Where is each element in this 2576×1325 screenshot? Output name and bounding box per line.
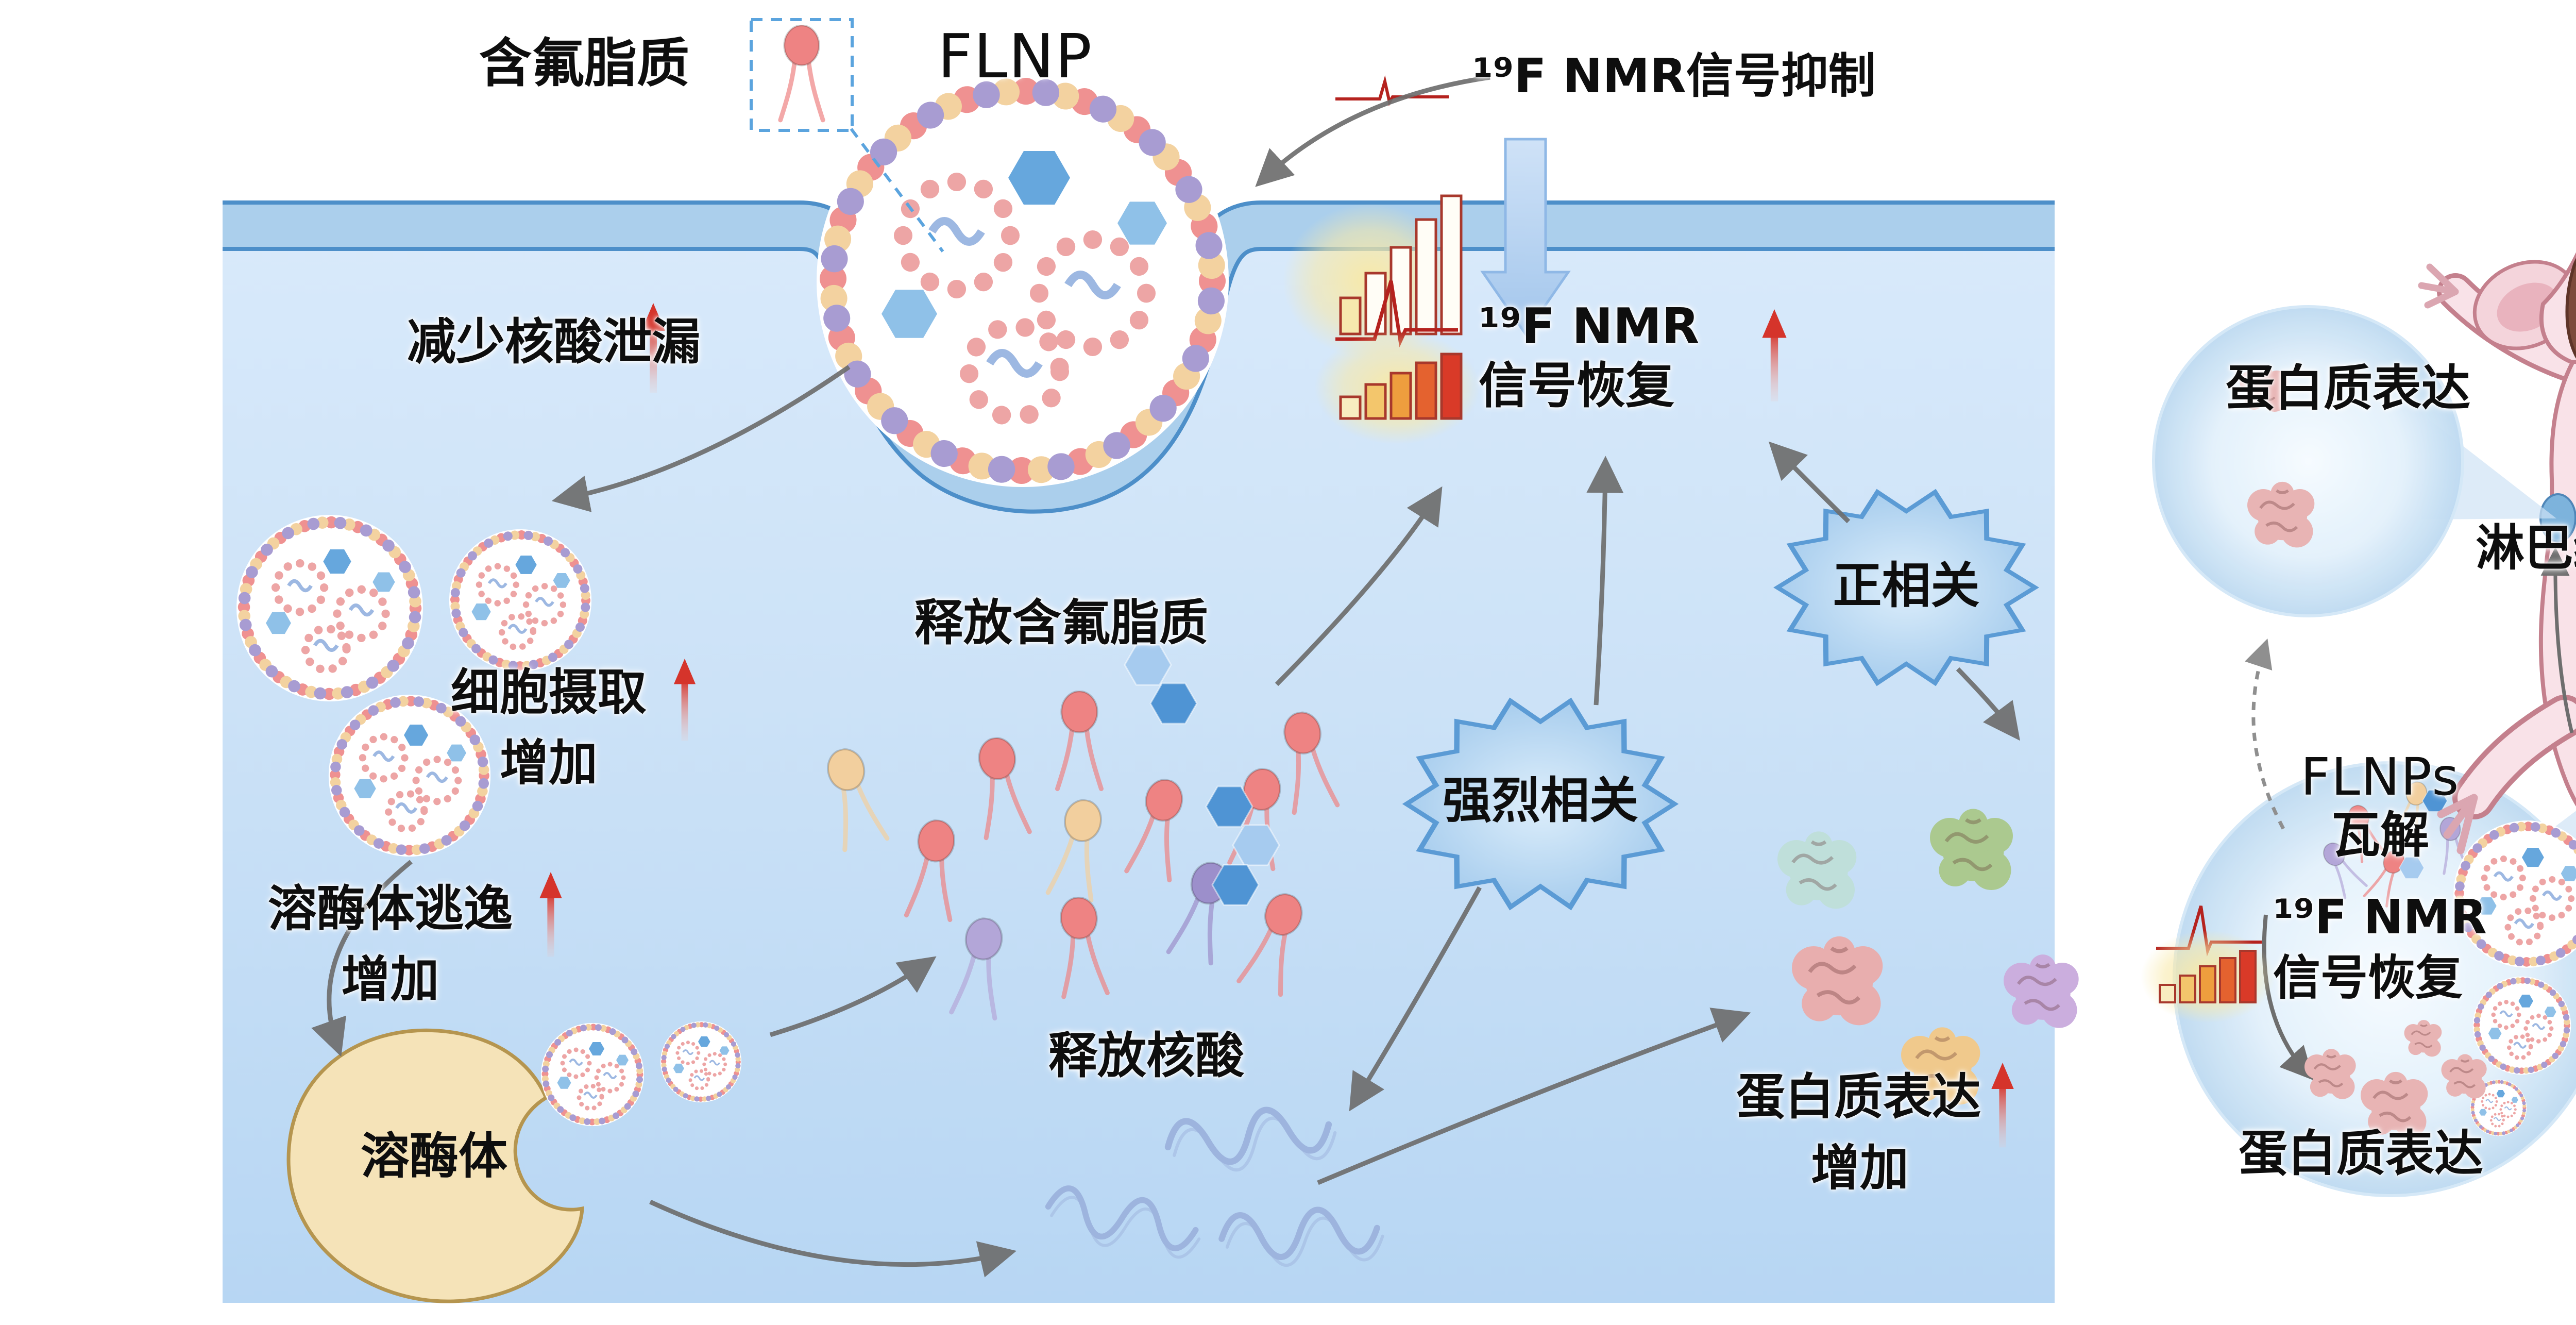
mouse-head [2539, 252, 2576, 365]
lysosome-escape-label-line2: 增加 [341, 951, 439, 1008]
mouse-paw-digits [2418, 263, 2459, 309]
escaping-nanoparticle [660, 1021, 741, 1102]
nmr-recovery-group [1315, 280, 1480, 444]
reduce-leakage-label: 减少核酸泄漏 [407, 314, 701, 371]
protein-expression-bottom-label: 蛋白质表达 [2239, 1126, 2484, 1182]
protein-blob [2004, 954, 2079, 1028]
nmr-flat-peak-icon [1335, 75, 1449, 106]
mouse-nmr-recovery-line2: 信号恢复 [2273, 950, 2463, 1005]
arrow-rna-to-proteins [1317, 1008, 1751, 1185]
blue-down-arrow-icon [1480, 138, 1571, 337]
lipid-callout-box [750, 18, 854, 132]
arrow-strongcorr-to-rna [1349, 886, 1482, 1112]
signal-bars-empty-icon [1339, 194, 1463, 336]
disintegrating-nanoparticle [2473, 977, 2571, 1075]
arrow-injection-to-lymph-left [2540, 547, 2574, 733]
release-lipid-label: 释放含氟脂质 [914, 595, 1209, 651]
protein-blob [1930, 809, 2013, 891]
arrow-disintegration-to-protein [2262, 914, 2314, 1081]
nanoparticle [236, 515, 423, 701]
arrow-lysosome-to-rna [649, 1199, 1017, 1278]
protein-blob [2247, 482, 2314, 548]
nmr-recovery-label-line2: 信号恢复 [1479, 358, 1675, 414]
protein-blob [2304, 1049, 2356, 1099]
release-nucleic-label: 释放核酸 [1048, 1028, 1245, 1084]
arrow-poscorr-to-proteins [1956, 667, 2020, 741]
arrow-uptake-to-lysosome [311, 860, 413, 1057]
mouse-liver [2565, 258, 2576, 359]
mouse-nmr-recovery-line1: ¹⁹F NMR [2273, 890, 2487, 945]
cellular-uptake-label-line1: 细胞摄取 [451, 664, 647, 721]
lysosome-escape-label-line1: 溶酶体逃逸 [268, 881, 513, 937]
mouse-figure [2418, 252, 2576, 807]
zoom-bubble-protein-left [2152, 305, 2464, 617]
signal-bars-filled-icon [1339, 353, 1463, 420]
fluorinated-lipid-icon [781, 25, 823, 120]
lysosome-shape [286, 1028, 584, 1303]
protein-blob [2403, 1019, 2443, 1058]
flnp-title: FLNP [938, 21, 1093, 92]
mouse-left-leg [2437, 695, 2576, 854]
arrow-strongcorr-to-recovery [1586, 456, 1624, 706]
nmr-recovery-label-line1: ¹⁹F NMR [1479, 298, 1700, 355]
positive-correlation-label: 正相关 [1833, 558, 1980, 614]
arrow-poscorr-to-recovery [1768, 441, 1851, 524]
lysosome-label: 溶酶体 [361, 1128, 508, 1185]
protein-expression-increase-line1: 蛋白质表达 [1736, 1069, 1981, 1126]
flnps-disintegration-label-line2: 瓦解 [2331, 807, 2429, 864]
nanoparticle [449, 529, 591, 672]
dashed-connector [850, 128, 944, 253]
fluorinated-lipid-label: 含氟脂质 [479, 33, 689, 94]
protein-expression-increase-line2: 增加 [1810, 1140, 1909, 1197]
strong-correlation-label: 强烈相关 [1442, 773, 1638, 829]
arrow-lipids-to-recovery [1275, 486, 1443, 686]
protein-blob [2440, 1053, 2488, 1100]
protein-blob [1777, 831, 1856, 909]
flnp-nanoparticle [817, 75, 1229, 487]
nmr-suppression-label: ¹⁹F NMR信号抑制 [1472, 48, 1876, 104]
protein-blob [1792, 936, 1883, 1026]
mouse-panel [2141, 252, 2576, 1197]
arrow-suppression-to-flnp [1255, 75, 1490, 187]
cell-panel [223, 18, 2079, 1303]
protein-expression-left-label: 蛋白质表达 [2226, 360, 2471, 417]
mouse-panel-arrows [2245, 547, 2574, 830]
flow-arrows [311, 75, 2020, 1278]
arrow-escape-to-lipids [769, 956, 937, 1037]
lymph-node-left-label: 淋巴结 [2476, 520, 2576, 577]
flnp-disintegration-content [2141, 779, 2576, 1138]
flnps-disintegration-label-line1: FLNPs [2300, 747, 2460, 807]
cellular-uptake-label-line2: 增加 [499, 735, 598, 792]
signal-bars-filled-icon [2159, 950, 2257, 1003]
nmr-suppression-group [1283, 75, 1463, 358]
escaping-nanoparticle [541, 1023, 644, 1126]
dashed-arrow-disintegration-to-protein-left [2245, 639, 2285, 830]
mouse-torso [2538, 360, 2576, 807]
arrow-membrane-to-uptake [551, 365, 851, 512]
